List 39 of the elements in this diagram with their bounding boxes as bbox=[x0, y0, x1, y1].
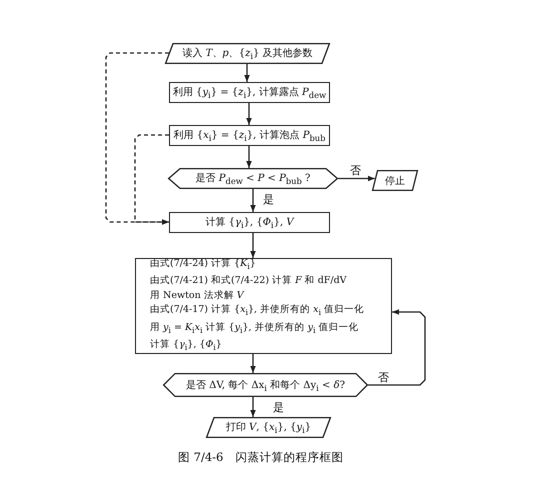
arrow bbox=[338, 176, 375, 182]
node-text: 计算 {γ$_{i}$}, {Φ$_{i}$}, V bbox=[205, 216, 294, 230]
parallelogram-box bbox=[165, 43, 330, 64]
node-text: 是否 ΔV, 每个 Δx$_{i}$ 和每个 Δy$_{i}$ < δ? bbox=[186, 378, 345, 392]
decision-hexagon bbox=[168, 168, 338, 189]
arrow bbox=[250, 354, 256, 373]
text-line: 用 Newton 法求解 V bbox=[150, 288, 244, 303]
dashed-arrow bbox=[105, 52, 169, 225]
text-line: 用 y$_{i}$ = K$_{i}$x$_{i}$ 计算 {y$_{i}$}, 并使所有的 y$_{i}$ 值归一化 bbox=[150, 320, 359, 336]
process-box bbox=[135, 258, 392, 354]
arrow bbox=[368, 309, 426, 386]
figure-caption: 图 7/4-6 闪蒸计算的程序框图 bbox=[178, 450, 344, 465]
arrow bbox=[244, 64, 250, 82]
node-text: 利用 {y$_{i}$} = {z$_{i}$}, 计算露点 P$_{dew}$ bbox=[172, 86, 326, 100]
parallelogram-box bbox=[372, 170, 418, 191]
parallelogram-box bbox=[206, 417, 331, 438]
arrow bbox=[250, 189, 256, 212]
arrow bbox=[246, 146, 252, 168]
arrow bbox=[250, 233, 256, 258]
dashed-arrow bbox=[134, 134, 169, 225]
text-line: 计算 {γ$_{i}$}, {Φ$_{i}$} bbox=[150, 338, 222, 354]
node-text: 打印 V, {x$_{i}$}, {y$_{i}$} bbox=[226, 420, 312, 435]
edge-label: 是 bbox=[272, 402, 285, 414]
node-text: 停止 bbox=[385, 174, 405, 188]
edge-label: 否 bbox=[377, 372, 390, 384]
process-box bbox=[169, 125, 330, 146]
node-text: 读入 T、p、{z$_{i}$} 及其他参数 bbox=[182, 46, 313, 61]
edge-label: 是 bbox=[262, 194, 275, 206]
process-box bbox=[169, 82, 330, 103]
text-line: 由式(7/4-17) 计算 {x$_{i}$}, 并使所有的 x$_{i}$ 值归一化 bbox=[150, 303, 364, 319]
decision-hexagon bbox=[163, 373, 368, 397]
edge-label: 否 bbox=[349, 165, 362, 177]
text-line: 由式(7/4-24) 计算 {K$_{i}$} bbox=[150, 256, 256, 273]
arrow bbox=[250, 397, 256, 417]
text-line: 由式(7/4-21) 和式(7/4-22) 计算 F 和 dF/dV bbox=[150, 274, 347, 288]
node-text: 利用 {x$_{i}$} = {z$_{i}$}, 计算泡点 P$_{bub}$ bbox=[174, 128, 326, 143]
node-text: 是否 P$_{dew}$ < P < P$_{bub}$ ? bbox=[196, 172, 310, 186]
arrow bbox=[246, 103, 252, 125]
process-box bbox=[169, 212, 330, 233]
